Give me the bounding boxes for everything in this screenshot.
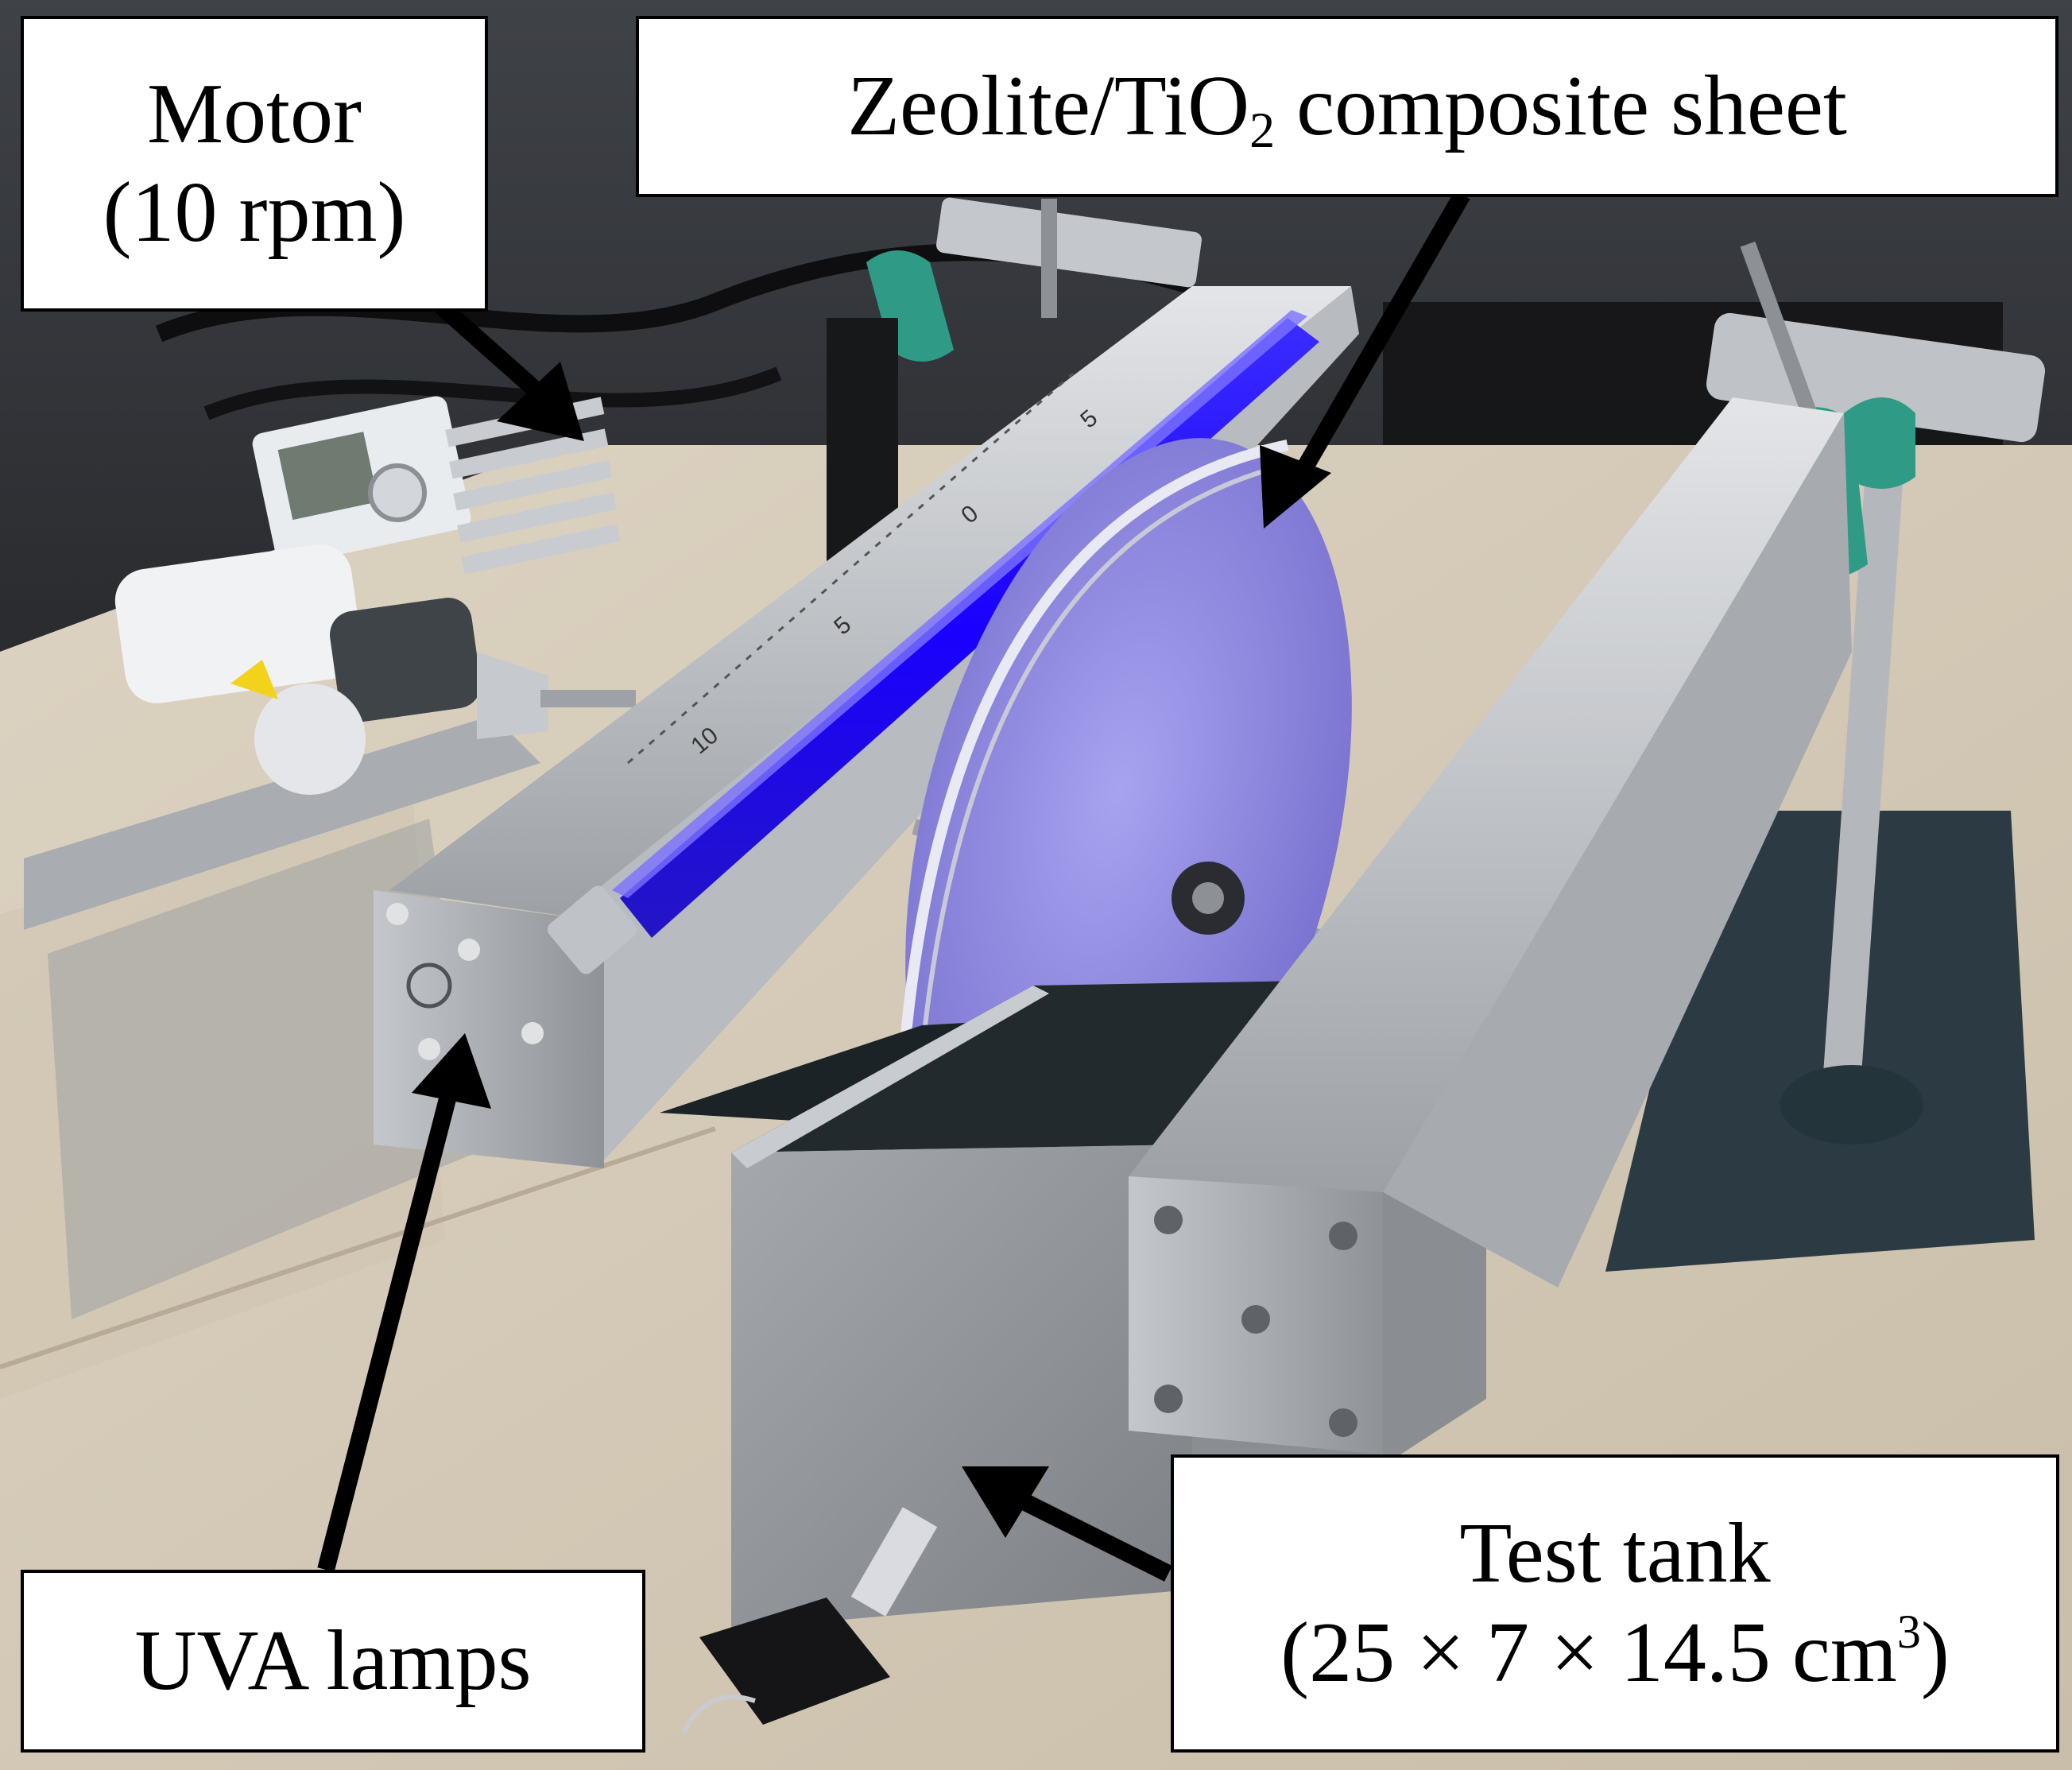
- arrow-uva: [412, 1033, 491, 1109]
- tank-label: Test tank (25 × 7 × 14.5 cm3): [1171, 1454, 2059, 1753]
- uva-label-text: UVA lamps: [134, 1613, 532, 1708]
- tank-label-dimensions: (25 × 7 × 14.5 cm: [1280, 1605, 1897, 1700]
- tank-label-close: ): [1920, 1605, 1950, 1700]
- tank-label-line2: (25 × 7 × 14.5 cm3): [1280, 1604, 1950, 1702]
- zeolite-label-prefix: Zeolite/TiO: [847, 58, 1250, 153]
- right-lamp-housing: [1129, 397, 1852, 1454]
- zeolite-label-subscript: 2: [1249, 101, 1276, 158]
- motor-label: Motor (10 rpm): [21, 16, 488, 312]
- zeolite-label-suffix: composite sheet: [1275, 58, 1847, 153]
- arrow-motor: [497, 362, 584, 441]
- tank-label-line1: Test tank: [1459, 1506, 1771, 1602]
- motor-label-line2: (10 rpm): [103, 165, 406, 260]
- binder-clip: [681, 1598, 890, 1734]
- arrow-sheet: [1260, 445, 1331, 529]
- arrow-tank: [962, 1466, 1049, 1538]
- zeolite-label: Zeolite/TiO2 composite sheet: [636, 16, 2058, 197]
- arrows: [317, 190, 1470, 1582]
- uva-label: UVA lamps: [21, 1570, 645, 1753]
- motor-label-line1: Motor: [147, 66, 362, 161]
- tank-label-superscript: 3: [1896, 1605, 1921, 1658]
- zeolite-label-text: Zeolite/TiO2 composite sheet: [847, 57, 1847, 156]
